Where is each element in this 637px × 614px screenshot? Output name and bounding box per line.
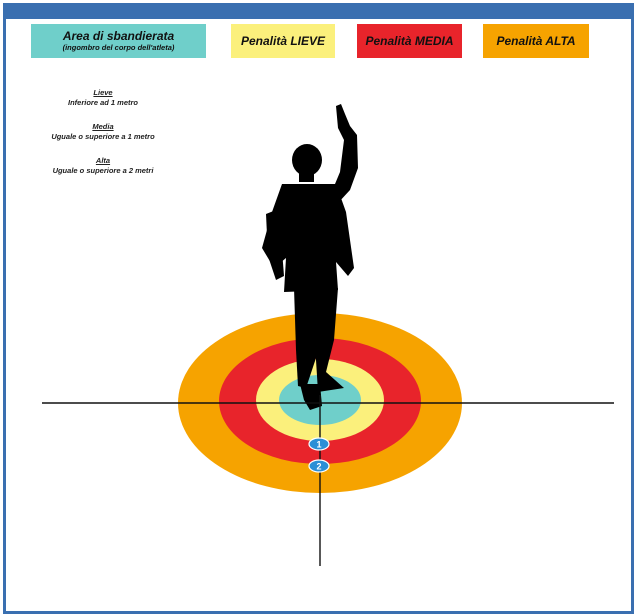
definition-lieve-text: Inferiore ad 1 metro: [67, 98, 139, 107]
distance-marker-1: 1: [308, 437, 330, 451]
definition-media: Media Uguale o superiore a 1 metro: [28, 122, 178, 142]
definition-lieve-heading: Lieve: [93, 88, 113, 97]
distance-marker-2: 2: [308, 459, 330, 473]
legend-alta-label: Penalità ALTA: [496, 34, 576, 48]
legend-area-title: Area di sbandierata: [62, 28, 175, 43]
legend-penalty-lieve: Penalità LIEVE: [231, 24, 335, 58]
legend-area-subtitle: (ingombro del corpo dell'atleta): [62, 42, 175, 52]
definition-alta: Alta Uguale o superiore a 2 metri: [28, 156, 178, 176]
definition-alta-heading: Alta: [95, 156, 111, 165]
definition-media-text: Uguale o superiore a 1 metro: [51, 132, 155, 141]
legend-penalty-alta: Penalità ALTA: [483, 24, 589, 58]
definition-media-heading: Media: [92, 122, 114, 131]
legend-penalty-media: Penalità MEDIA: [357, 24, 462, 58]
definition-lieve: Lieve Inferiore ad 1 metro: [28, 88, 178, 108]
athlete-silhouette: [262, 104, 358, 410]
marker-2-label: 2: [316, 462, 321, 472]
legend-media-label: Penalità MEDIA: [365, 34, 454, 48]
definition-alta-text: Uguale o superiore a 2 metri: [52, 166, 154, 175]
legend-lieve-label: Penalità LIEVE: [240, 34, 326, 48]
marker-1-label: 1: [316, 440, 321, 450]
legend-area-sbandierata: Area di sbandierata (ingombro del corpo …: [31, 24, 206, 58]
